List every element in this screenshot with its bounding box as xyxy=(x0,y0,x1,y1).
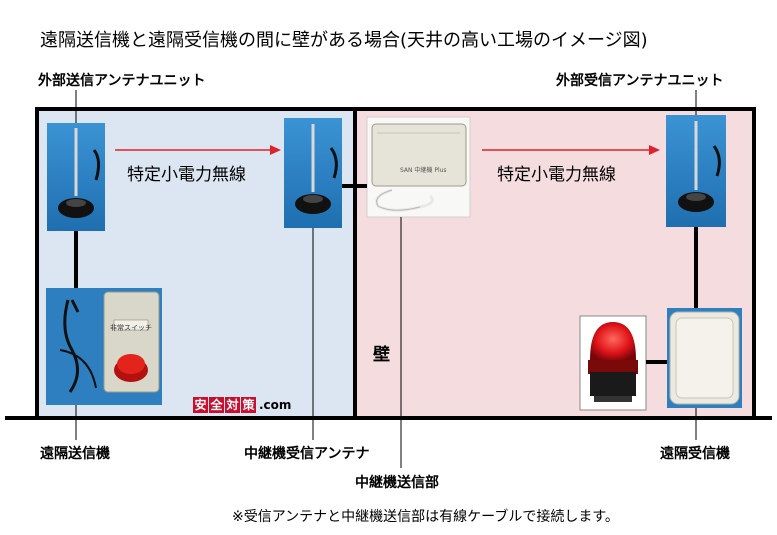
receiver-box-icon xyxy=(667,308,742,408)
logo-char-1: 安 xyxy=(193,396,208,413)
emergency-button-icon xyxy=(46,288,162,405)
leader-lines xyxy=(75,90,697,468)
logo-char-4: 策 xyxy=(241,396,256,413)
logo-char-3: 対 xyxy=(225,396,240,413)
antenna-icon xyxy=(666,115,726,227)
outdoor-tx-antenna-label: 外部送信アンテナユニット xyxy=(38,73,206,89)
wall-label: 壁 xyxy=(373,345,390,365)
logo-char-2: 全 xyxy=(209,396,224,413)
relay-box-label: SAN 中継機 Plus xyxy=(400,167,447,174)
radio-label-left: 特定小電力無線 xyxy=(127,165,246,185)
relay-rx-antenna-label: 中継機受信アンテナ xyxy=(244,446,370,462)
logo-domain: .com xyxy=(259,397,292,412)
antenna-icon xyxy=(284,118,342,228)
switch-plate-label: 非常スイッチ xyxy=(110,324,152,332)
warning-light-icon xyxy=(579,315,647,411)
relay-tx-label: 中継機送信部 xyxy=(355,475,439,491)
antenna-icon xyxy=(47,123,105,231)
building-outline xyxy=(5,107,772,420)
arrow-right-icon xyxy=(482,145,660,155)
arrow-right-icon xyxy=(115,145,281,155)
cables xyxy=(74,184,698,364)
radio-label-right: 特定小電力無線 xyxy=(497,165,616,185)
diagram-title: 遠隔送信機と遠隔受信機の間に壁がある場合(天井の高い工場のイメージ図) xyxy=(40,30,648,51)
site-logo: 安 全 対 策 .com xyxy=(193,396,291,413)
outdoor-rx-antenna-label: 外部受信アンテナユニット xyxy=(556,73,724,89)
remote-rx-label: 遠隔受信機 xyxy=(660,446,730,462)
remote-tx-label: 遠隔送信機 xyxy=(40,446,110,462)
relay-box-icon xyxy=(366,116,471,218)
footnote: ※受信アンテナと中継機送信部は有線ケーブルで接続します。 xyxy=(232,509,619,525)
